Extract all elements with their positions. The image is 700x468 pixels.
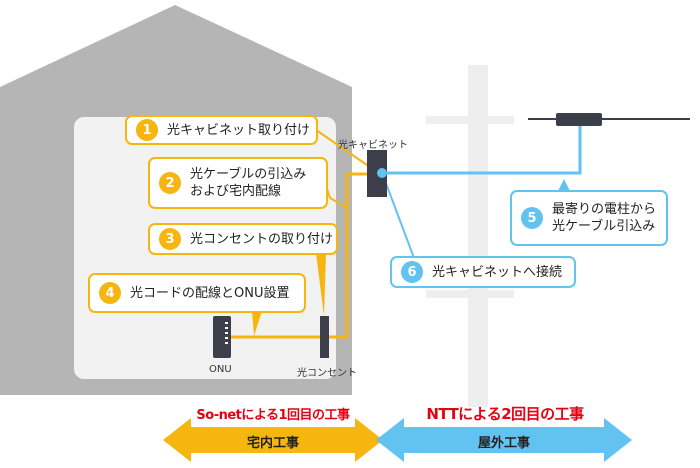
pointer-4 [252,311,262,336]
step-5-badge: 5 [521,207,543,229]
callout-step-2: 2 光ケーブルの引込み および宅内配線 [148,157,328,209]
pole-crossarm [426,116,514,124]
indoor-work-label: 宅内工事 [246,436,299,451]
step-3-badge: 3 [159,228,181,250]
utility-pole [468,65,488,407]
step-5-line-1: 最寄りの電柱から [552,202,657,217]
outdoor-work-label: 屋外工事 [477,436,530,451]
callout-step-4: 4 光コードの配線とONU設置 [88,273,306,313]
closure-device [556,113,602,126]
outlet-label: 光コンセント [297,368,357,379]
optical-outlet [320,316,329,358]
drop-cable-line [382,126,582,175]
step-6-badge: 6 [401,261,423,283]
onu-indicator-lights [225,322,228,344]
step-1-badge: 1 [136,119,158,141]
step-5-line-2: 光ケーブル引込み [552,219,656,234]
callout-step-5: 5 最寄りの電柱から 光ケーブル引込み [510,190,668,246]
pointer-3 [316,253,326,316]
callout-step-1: 1 光キャビネット取り付け [125,115,318,145]
indoor-cable-line [326,172,381,339]
outdoor-work-heading: NTTによる2回目の工事 [426,405,584,423]
onu-device [213,316,231,358]
onu-label: ONU [209,364,232,375]
indoor-work-heading: So-netによる1回目の工事 [196,408,350,423]
step-5-text: 最寄りの電柱から 光ケーブル引込み [552,201,656,235]
pointer-5 [558,179,570,191]
optical-cabinet [367,150,387,197]
step-6-text: 光キャビネットへ接続 [432,264,563,280]
cabinet-connection-point [377,168,387,178]
step-1-text: 光キャビネット取り付け [167,122,311,138]
step-4-text: 光コードの配線とONU設置 [130,285,290,301]
step-2-text: 光ケーブルの引込み および宅内配線 [190,166,306,200]
callout-step-6: 6 光キャビネットへ接続 [390,256,576,288]
callout-step-3: 3 光コンセントの取り付け [148,223,338,255]
pole-crossarm-lower [426,290,514,298]
indoor-work-arrow [163,418,383,462]
outdoor-work-arrow [376,418,632,462]
step-2-badge: 2 [159,172,181,194]
step-2-line-1: 光ケーブルの引込み [190,167,307,182]
step-3-text: 光コンセントの取り付け [190,231,334,247]
step-2-line-2: および宅内配線 [190,184,282,199]
step-4-badge: 4 [99,282,121,304]
pointer-6 [383,177,415,259]
cabinet-label: 光キャビネット [338,140,408,151]
pointer-1 [315,129,371,168]
